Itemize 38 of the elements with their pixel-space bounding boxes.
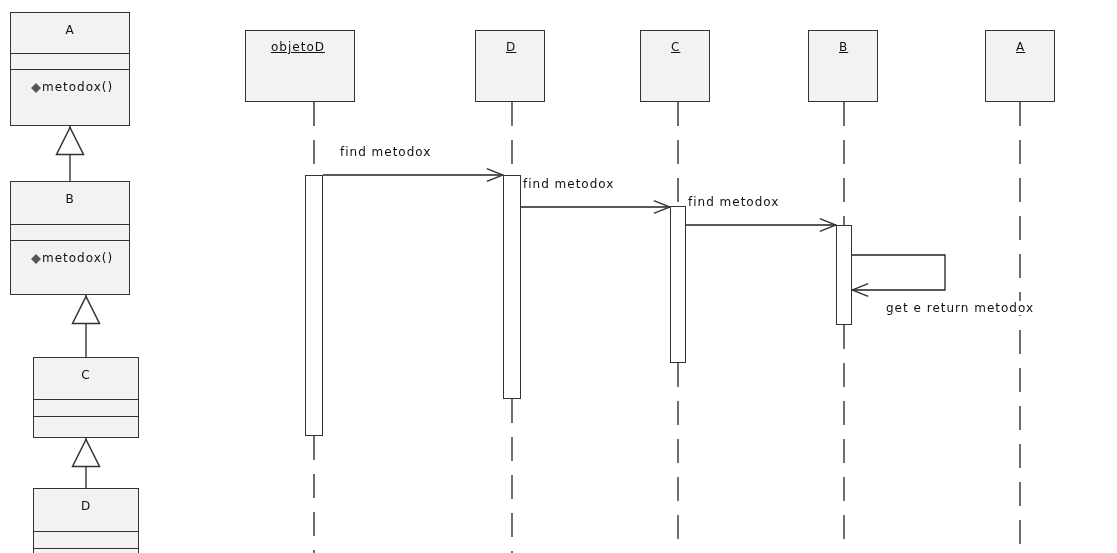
class-box: [10, 181, 130, 295]
activation-bar: [305, 175, 323, 436]
message-arrow: [520, 200, 671, 214]
edge-label: find metodox: [340, 145, 432, 159]
generalization-arrow: [71, 437, 101, 489]
lifeline-head-box: [808, 30, 878, 102]
lifeline-head-box: [985, 30, 1055, 102]
activation-bar: [503, 175, 521, 399]
object-name: objetoD: [271, 40, 325, 54]
class-name: A: [65, 23, 75, 37]
edge-label: find metodox: [523, 177, 615, 191]
activation-bar: [836, 225, 852, 325]
object-name: D: [506, 40, 517, 54]
method-name: metodox(): [42, 251, 114, 265]
message-arrow: [851, 254, 946, 297]
object-name: A: [1016, 40, 1026, 54]
edge-label: find metodox: [688, 195, 780, 209]
class-name: B: [65, 192, 75, 206]
activation-bar: [670, 206, 686, 363]
method-name: metodox(): [42, 80, 114, 94]
lifeline-head-box: [640, 30, 710, 102]
class-name: D: [80, 499, 92, 513]
generalization-arrow: [55, 125, 85, 182]
message-arrow: [322, 168, 504, 182]
message-arrow: [685, 218, 837, 232]
lifeline-head-box: [245, 30, 355, 102]
lifeline: [511, 398, 513, 553]
edge-label: get e return metodox: [886, 301, 1035, 315]
class-box: [10, 12, 130, 126]
class-box: [33, 357, 139, 438]
object-name: B: [839, 40, 849, 54]
object-name: C: [671, 40, 681, 54]
lifeline: [313, 435, 315, 553]
class-name: C: [81, 368, 91, 382]
class-box: [33, 488, 139, 553]
generalization-arrow: [71, 294, 101, 358]
lifeline: [843, 101, 845, 226]
lifeline-head-box: [475, 30, 545, 102]
